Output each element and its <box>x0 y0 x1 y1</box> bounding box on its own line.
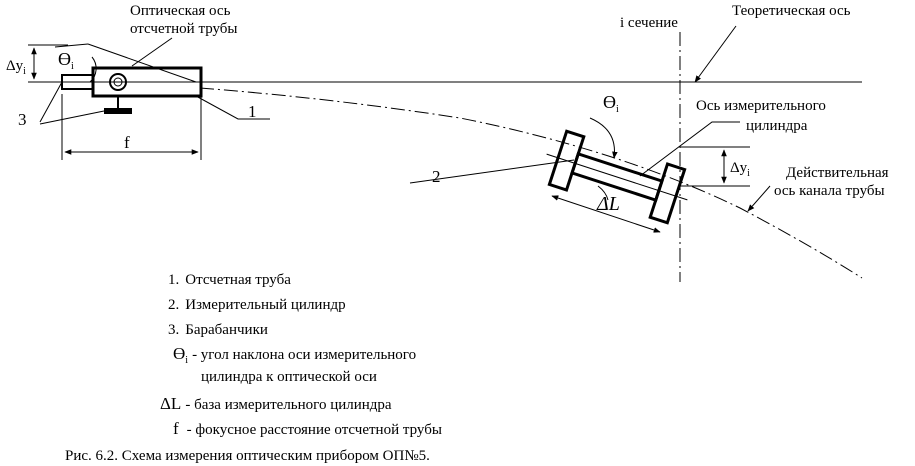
label-num2: 2 <box>432 167 441 186</box>
label-num1: 1 <box>248 102 257 121</box>
reference-tube <box>61 66 203 114</box>
label-dy-left: Δyi <box>6 58 26 77</box>
label-dy-right: Δyi <box>730 160 750 179</box>
figure-caption: Рис. 6.2. Схема измерения оптическим при… <box>65 448 430 464</box>
label-cyl-axis-1: Ось измерительного <box>696 98 826 114</box>
label-optical-axis-2: отсчетной трубы <box>130 21 238 37</box>
legend-item-6: f- фокусное расстояние отсчетной трубы <box>173 419 442 438</box>
legend-item-2: 2.Измерительный цилиндр <box>168 297 346 313</box>
actual-axis-curve <box>199 87 863 279</box>
legend-item-4-line2: цилиндра к оптической оси <box>201 369 377 385</box>
label-num3: 3 <box>18 110 27 129</box>
legend-item-3: 3.Барабанчики <box>168 322 268 338</box>
legend: 1.Отсчетная труба 2.Измерительный цилинд… <box>160 272 442 438</box>
label-actual-axis-1: Действительная <box>786 165 889 181</box>
legend-item-4: ϴi- угол наклона оси измерительного <box>173 344 416 366</box>
legend-item-5: ΔL- база измерительного цилиндра <box>160 394 392 413</box>
label-cyl-axis-2: цилиндра <box>746 118 808 134</box>
legend-item-1: 1.Отсчетная труба <box>168 272 291 288</box>
label-actual-axis-2: ось канала трубы <box>774 183 885 199</box>
label-f: f <box>124 133 130 152</box>
optical-axis-line <box>87 43 197 83</box>
label-section: i сечение <box>620 15 678 31</box>
label-theoretical-axis: Теоретическая ось <box>732 3 851 19</box>
label-theta-left: ϴi <box>58 49 74 72</box>
measuring-cylinder <box>546 129 688 225</box>
label-dl: ΔL <box>596 193 620 215</box>
label-optical-axis-1: Оптическая ось <box>130 3 231 19</box>
label-theta-right: ϴi <box>603 92 619 115</box>
